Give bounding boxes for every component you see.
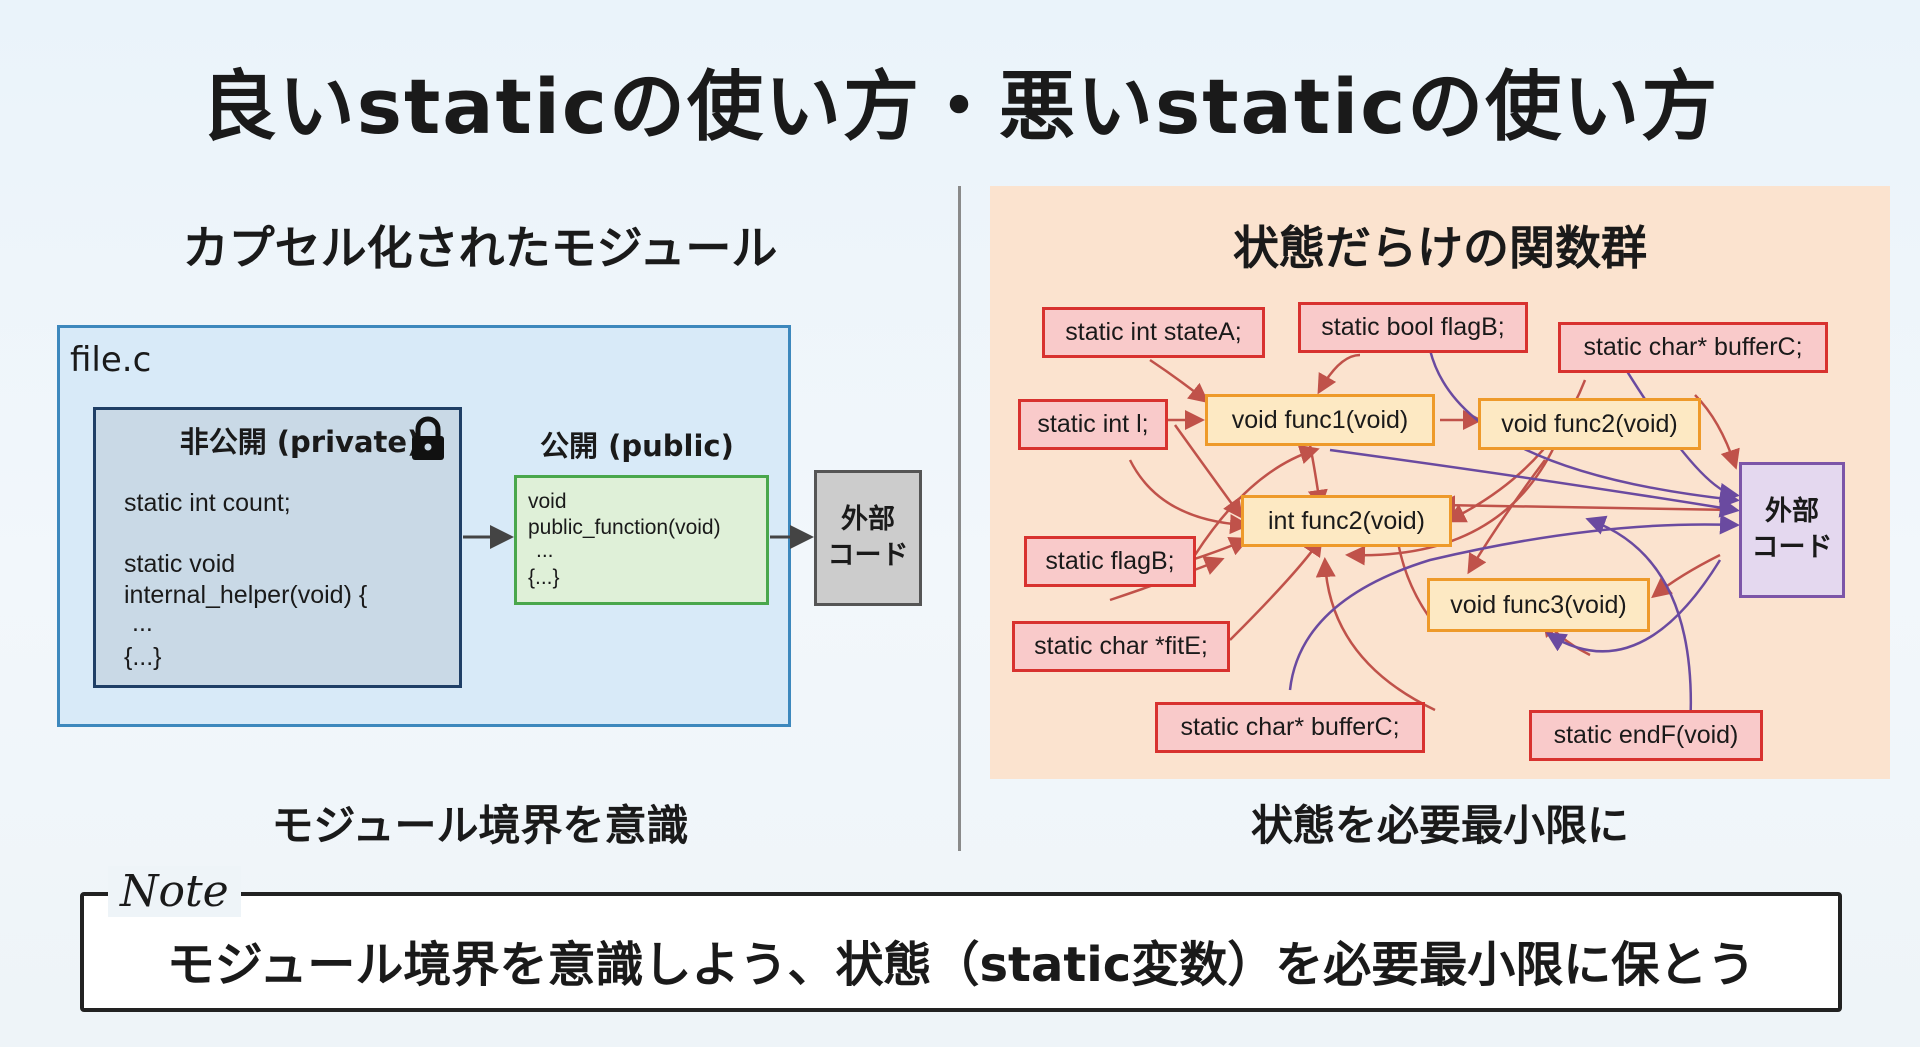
function-box: void func3(void) <box>1427 578 1650 632</box>
page-title: 良いstaticの使い方・悪いstaticの使い方 <box>200 62 1720 151</box>
private-code-line: {...} <box>124 643 162 671</box>
right-heading: 状態だらけの関数群 <box>1233 221 1647 275</box>
static-var-box: static bool flagB; <box>1298 302 1528 353</box>
private-code-line: static int count; <box>124 489 291 517</box>
dep-arrow <box>1317 353 1361 395</box>
dep-arrow <box>1435 495 1736 516</box>
static-var-box: static char *ﬁtE; <box>1012 621 1230 672</box>
function-box: void func1(void) <box>1205 394 1435 446</box>
right-caption: 状態を必要最小限に <box>1250 801 1629 850</box>
dep-arrow <box>1345 444 1557 566</box>
public-title: 公開 (public) <box>540 429 734 463</box>
dep-arrow <box>1193 444 1320 556</box>
dep-arrow <box>1149 358 1209 404</box>
dep-arrow <box>1694 394 1740 470</box>
private-box <box>93 407 462 688</box>
dep-arrow-external <box>1545 559 1722 653</box>
function-box: int func2(void) <box>1241 495 1452 547</box>
dep-arrow <box>1315 557 1436 712</box>
public-code-line: public_function(void) <box>528 516 721 539</box>
dep-arrow <box>1651 553 1721 599</box>
file-label: file.c <box>70 340 152 380</box>
section-divider <box>958 186 961 851</box>
static-var-box: static int l; <box>1018 399 1168 450</box>
note-text: モジュール境界を意識しよう、状態（static変数）を必要最小限に保とう <box>166 937 1756 993</box>
external-label: コード <box>1751 532 1833 563</box>
note-label: Note <box>108 866 241 917</box>
static-var-box: static char* bufferC; <box>1558 322 1828 373</box>
private-title: 非公開 (private) <box>179 425 421 459</box>
public-code-line: void <box>528 490 567 513</box>
public-code-line: ... <box>536 539 554 562</box>
note-box <box>80 892 1842 1012</box>
dep-arrow <box>1173 424 1243 520</box>
left-heading: カプセル化されたモジュール <box>182 221 778 275</box>
public-box <box>514 475 769 605</box>
dep-arrow-external <box>1288 514 1740 691</box>
left-caption: モジュール境界を意識 <box>271 801 689 850</box>
static-var-box: static char* bufferC; <box>1155 702 1425 753</box>
external-code-box: 外部コード <box>814 470 922 606</box>
lock-icon <box>412 416 444 460</box>
private-code-line: ... <box>132 609 153 637</box>
static-var-box: static int stateA; <box>1042 307 1265 358</box>
dep-arrow <box>1467 459 1547 575</box>
private-code-line: internal_helper(void) { <box>124 581 368 609</box>
function-box: void func2(void) <box>1478 398 1701 450</box>
static-var-box: static endF(void) <box>1529 710 1763 761</box>
external-label: 外部 <box>1765 496 1819 527</box>
external-code-box-right: 外部コード <box>1739 462 1845 598</box>
external-label: 外部 <box>841 504 895 535</box>
dep-arrow <box>1229 535 1323 641</box>
public-code-line: {...} <box>528 566 560 589</box>
static-var-box: static flagB; <box>1024 536 1196 587</box>
dep-arrow-external <box>1585 515 1693 731</box>
dep-arrow <box>1128 459 1250 535</box>
private-code-line: static void <box>124 550 236 578</box>
external-label: コード <box>827 540 909 571</box>
dep-arrow-external <box>1329 448 1740 518</box>
